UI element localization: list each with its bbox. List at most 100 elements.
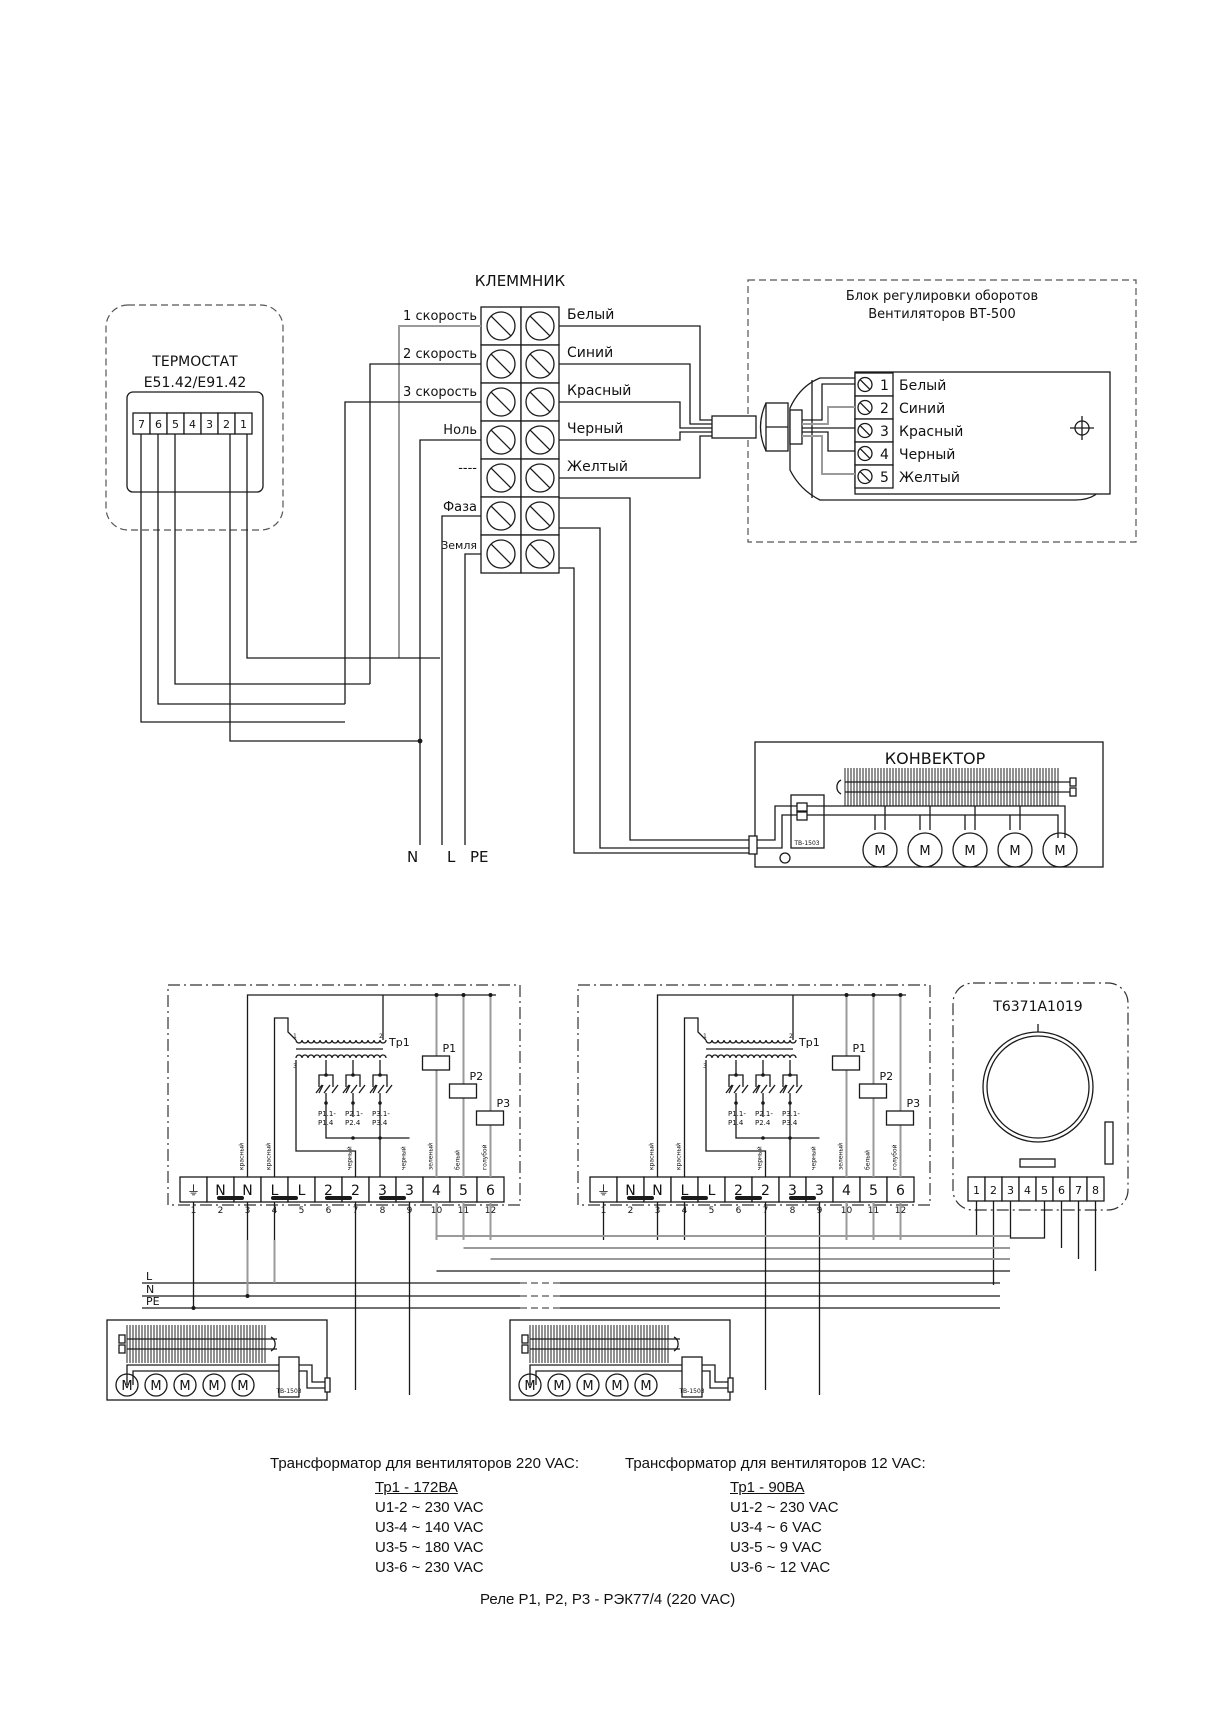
jumper-bar	[681, 1196, 708, 1200]
contact-group-label: P3.1-	[782, 1110, 800, 1118]
wire-color-label: красный	[266, 1143, 273, 1170]
unit-terminal-label: 2	[351, 1183, 360, 1199]
winding-tap: 2	[789, 1033, 793, 1040]
bt500-terminal-color: Красный	[899, 424, 963, 440]
unit-terminal-label: 2	[734, 1183, 743, 1199]
unit-terminal-label: N	[242, 1183, 252, 1199]
fan-motor-icon	[518, 1373, 542, 1397]
unit-terminal-label: 2	[761, 1183, 770, 1199]
cable-entry-icon	[727, 1377, 734, 1393]
cable-entry-icon	[748, 835, 758, 855]
heater-terminal	[118, 1334, 126, 1344]
slide-switch-icon[interactable]	[1104, 1121, 1114, 1165]
heater-bend	[836, 779, 842, 795]
terminal-left-label: Земля	[441, 539, 477, 552]
fan-motor-label: M	[121, 1379, 132, 1394]
unit-terminal-label: 4	[432, 1183, 441, 1199]
transformer-secondary-icon	[295, 1054, 387, 1059]
jumper-bar	[379, 1196, 406, 1200]
relay-label: P3	[907, 1097, 921, 1110]
fan-motor-label: M	[640, 1379, 651, 1394]
bt500-terminal	[854, 464, 894, 489]
bt500-terminal-color: Синий	[899, 401, 945, 417]
terminal-left-label: ----	[458, 461, 477, 476]
fan-motor-icon	[173, 1373, 197, 1397]
screw-icon	[525, 387, 555, 417]
fan-motor-icon	[144, 1373, 168, 1397]
control-wires	[559, 325, 855, 479]
unit-terminal-label: 2	[324, 1183, 333, 1199]
screw-icon	[525, 463, 555, 493]
unit-terminal-number: 2	[218, 1206, 224, 1216]
bt500-terminal-number: 1	[880, 378, 889, 394]
terminal-left-label: 1 скорость	[403, 309, 477, 324]
fan-motor-icon	[605, 1373, 629, 1397]
thermostat-wires	[140, 325, 481, 845]
fan-motor-label: M	[524, 1379, 535, 1394]
heater-terminal	[1069, 787, 1077, 797]
thermostat-terminal	[234, 412, 253, 435]
screw-icon	[857, 399, 873, 416]
terminal-block-title: КЛЕММНИК	[475, 272, 566, 290]
fan-motor-label: M	[874, 844, 885, 859]
bt500-terminal-color: Белый	[899, 378, 946, 394]
screw-slot	[529, 543, 551, 565]
legend-12-line: U3-5 ~ 9 VAC	[730, 1539, 822, 1556]
thermo-switch-label: ТВ-1503	[678, 1388, 704, 1395]
relay-contact-icon	[345, 1074, 361, 1087]
jumper-bar	[735, 1196, 762, 1200]
fan-motor-icon	[202, 1373, 226, 1397]
heater-terminal	[1069, 777, 1077, 787]
wire-color-label: черный	[401, 1146, 408, 1170]
thermostat-dial-icon[interactable]	[982, 1031, 1094, 1143]
fan-motor-label: M	[179, 1379, 190, 1394]
wire-color-label: зеленый	[428, 1143, 435, 1170]
bt500-terminal-number: 5	[880, 470, 889, 486]
fan-motor-icon	[231, 1373, 255, 1397]
screw-icon	[857, 445, 873, 462]
relay-contact-icon	[725, 1084, 733, 1094]
relay-coil-icon	[448, 1083, 478, 1099]
screw-icon	[857, 422, 873, 439]
terminal-right-label: Белый	[567, 307, 614, 323]
terminal-left-label: Фаза	[443, 500, 477, 515]
winding-tap: 2	[379, 1033, 383, 1040]
wire-color-label: черный	[757, 1146, 764, 1170]
mode-switch-icon[interactable]	[1019, 1158, 1056, 1168]
thermo-switch-box	[278, 1356, 300, 1398]
thermo-terminal	[796, 811, 808, 821]
wire-color-label: красный	[676, 1143, 683, 1170]
thermostat-dial-inner	[986, 1035, 1090, 1139]
screw-slot	[490, 315, 512, 337]
wire-color-label: белый	[455, 1150, 462, 1170]
unit-terminal-number: 5	[299, 1206, 305, 1216]
unit-terminal-label: 3	[405, 1183, 414, 1199]
fan-motor-label: M	[208, 1379, 219, 1394]
screw-slot	[859, 425, 871, 436]
fan-motor-icon	[547, 1373, 571, 1397]
heater-bend	[673, 1336, 679, 1352]
thermo-switch-box	[681, 1356, 703, 1398]
convector-feed-wires	[559, 497, 750, 854]
ground-icon	[779, 852, 791, 864]
jumper-bar	[325, 1196, 352, 1200]
supply-label-pe: PE	[470, 848, 489, 866]
unit-terminal-number: 6	[736, 1206, 742, 1216]
fan-motor-icon	[997, 832, 1033, 868]
legend-12-header: Трансформатор для вентиляторов 12 VAC:	[625, 1455, 926, 1472]
relay-contact-icon	[342, 1084, 350, 1094]
screw-icon	[486, 311, 516, 341]
relay-contact-icon	[728, 1074, 744, 1087]
screw-icon	[525, 425, 555, 455]
relay-contact-icon	[372, 1074, 388, 1087]
wire-color-label: белый	[865, 1150, 872, 1170]
transformer-primary-icon	[705, 1039, 797, 1044]
legend-220-line: U1-2 ~ 230 VAC	[375, 1499, 484, 1516]
